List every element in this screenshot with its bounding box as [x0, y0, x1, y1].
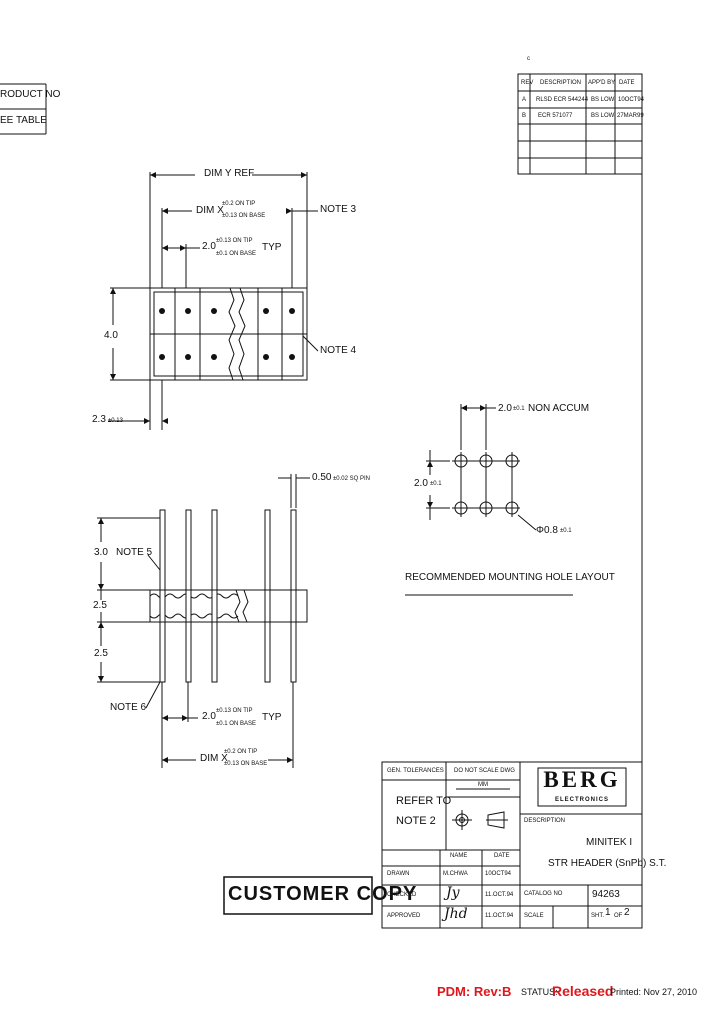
side-pitch-tol-top: ±0.13 ON TIP [216, 708, 253, 714]
note-3-label: NOTE 3 [320, 204, 357, 215]
rev-header-appd: APP'D BY [588, 80, 616, 86]
side-dim-x-tol-bottom: ±0.13 ON BASE [224, 761, 268, 767]
product-no-label: RODUCT NO [0, 89, 61, 100]
side-pitch-tol-bottom: ±0.1 ON BASE [216, 721, 256, 727]
checked-signature: Jy [446, 885, 460, 901]
see-table-label: EE TABLE [0, 115, 47, 126]
berg-logo: BERG [543, 767, 621, 792]
name-header: NAME [450, 853, 468, 859]
catalog-label: CATALOG NO [524, 891, 563, 897]
status-value: Released [552, 983, 614, 999]
note-6-label: NOTE 6 [110, 702, 147, 713]
pin-size-value: 0.50 [312, 472, 332, 483]
sheet-total: 2 [624, 907, 630, 918]
rev-row-b-date: 27MAR99 [617, 113, 644, 119]
rev-row-a-rev: A [522, 97, 527, 103]
pin-size-tol: ±0.02 SQ PIN [333, 476, 370, 482]
product-name: MINITEK I [586, 837, 633, 848]
dim-x-tol-bottom: ±0.13 ON BASE [222, 213, 266, 219]
product-description: STR HEADER (SnPb) S.T. [548, 858, 667, 869]
offset-value: 2.3 [92, 414, 106, 425]
dim-x-tol-top: ±0.2 ON TIP [222, 201, 256, 207]
approved-date: 11.OCT.94 [485, 913, 514, 919]
rev-row-b-appd: BS LOW [591, 113, 615, 119]
mm-label: MM [478, 782, 488, 788]
pitch-tol-top: ±0.13 ON TIP [216, 238, 253, 244]
description-label: DESCRIPTION [524, 818, 566, 824]
approved-label: APPROVED [387, 913, 421, 919]
mounting-holes [452, 452, 520, 517]
hole-dia-tol: ±0.1 [560, 528, 572, 534]
scale-label: SCALE [524, 913, 544, 919]
customer-copy-stamp: CUSTOMER COPY [228, 883, 418, 905]
sheet-label: SHT. [591, 913, 605, 919]
pin-dots [159, 308, 295, 360]
rev-row-a-date: 10OCT94 [618, 97, 645, 103]
dim-y-label: DIM Y REF [204, 168, 255, 179]
note-2-label: NOTE 2 [396, 815, 436, 827]
refer-to-label: REFER TO [396, 795, 452, 807]
row-spacing-value: 2.0 [414, 478, 428, 489]
side-dim-x-label: DIM X [200, 753, 228, 764]
approved-signature: Jhd [444, 906, 468, 922]
non-accum-label: NON ACCUM [528, 403, 590, 414]
pitch-tol-bottom: ±0.1 ON BASE [216, 251, 256, 257]
upper-length-value: 3.0 [94, 547, 108, 558]
status-label: STATUS: [521, 987, 558, 997]
side-dim-x-tol-top: ±0.2 ON TIP [224, 749, 258, 755]
rev-header-rev: REV [521, 80, 534, 86]
sheet-of-label: OF [614, 913, 623, 919]
rev-row-b-rev: B [522, 113, 527, 119]
rev-row-a-appd: BS LOW [591, 97, 615, 103]
top-mark: c [527, 56, 530, 62]
no-scale-label: DO NOT SCALE DWG [454, 768, 515, 774]
row-spacing-tol: ±0.1 [430, 481, 442, 487]
pitch-value: 2.0 [202, 241, 216, 252]
rev-header-desc: DESCRIPTION [540, 80, 582, 86]
note-5-label: NOTE 5 [116, 547, 153, 558]
dim-x-label: DIM X [196, 205, 224, 216]
side-pitch-value: 2.0 [202, 711, 216, 722]
hole-spacing-tol: ±0.1 [513, 406, 525, 412]
checked-label: CHECKED [387, 892, 417, 898]
catalog-number: 94263 [592, 889, 620, 900]
gen-tol-label: GEN. TOLERANCES [387, 768, 444, 774]
drawn-name: M.CHWA [443, 871, 468, 877]
height-value: 4.0 [104, 330, 118, 341]
note-4-label: NOTE 4 [320, 345, 357, 356]
hole-spacing-value: 2.0 [498, 403, 512, 414]
arrowheads [98, 172, 486, 763]
pdm-revision: PDM: Rev:B [437, 984, 512, 999]
checked-date: 11.OCT.94 [485, 892, 514, 898]
berg-logo-sub: ELECTRONICS [554, 797, 609, 803]
rev-row-b-desc: ECR 571077 [538, 113, 573, 119]
rev-header-date: DATE [619, 80, 635, 86]
body-height-value: 2.5 [93, 600, 107, 611]
typ-label: TYP [262, 242, 282, 253]
rev-row-a-desc: RLSD ECR 544244 [536, 97, 589, 103]
offset-tol: ±0.13 [108, 418, 123, 424]
hole-layout-caption: RECOMMENDED MOUNTING HOLE LAYOUT [405, 572, 615, 583]
drawn-label: DRAWN [387, 871, 410, 877]
printed-date: Printed: Nov 27, 2010 [610, 987, 698, 997]
date-header: DATE [494, 853, 510, 859]
drawn-date: 10OCT94 [485, 871, 512, 877]
hole-dia-value: Φ0.8 [536, 525, 558, 536]
side-typ-label: TYP [262, 712, 282, 723]
sheet-number: 1 [605, 907, 611, 918]
lower-length-value: 2.5 [94, 648, 108, 659]
